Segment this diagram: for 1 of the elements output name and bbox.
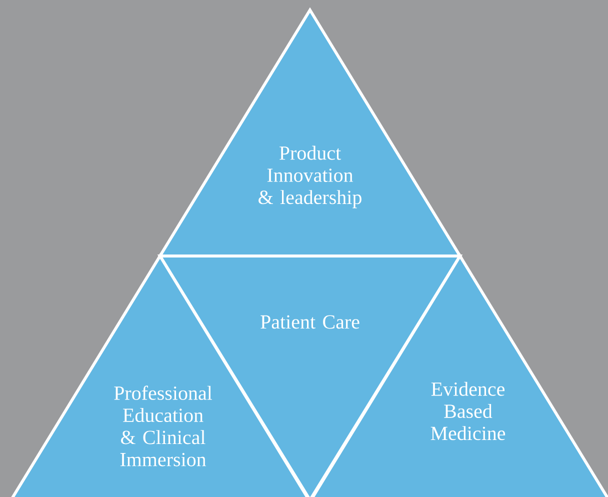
node-label: Patient Care <box>260 315 360 329</box>
